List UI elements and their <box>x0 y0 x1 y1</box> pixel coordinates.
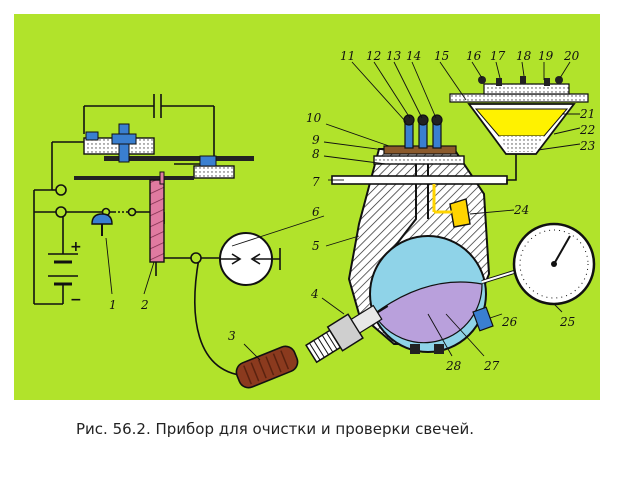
callout-15: 15 <box>434 49 449 63</box>
breaker-arm <box>104 156 254 161</box>
callout-labels: 1 2 3 4 5 6 7 8 9 10 11 12 13 14 15 16 1… <box>109 49 596 373</box>
callout-27: 27 <box>483 359 500 373</box>
terminal-icon <box>55 206 67 218</box>
spark-gap-window <box>219 232 281 286</box>
callout-5: 5 <box>312 239 320 253</box>
coil-winding <box>149 179 165 263</box>
valve-knob-icon <box>431 114 443 126</box>
callout-22: 22 <box>579 123 595 137</box>
valve-stem-icon <box>404 121 414 149</box>
drain-plug-icon <box>434 344 444 354</box>
callout-24: 24 <box>513 203 529 217</box>
callout-12: 12 <box>366 49 381 63</box>
callout-6: 6 <box>312 205 320 219</box>
callout-13: 13 <box>386 49 402 63</box>
valve-group <box>403 114 443 149</box>
callout-1: 1 <box>109 298 117 312</box>
terminal-icon <box>85 131 99 141</box>
gauge-needle-icon <box>553 235 571 265</box>
hopper-lid <box>449 93 589 103</box>
callout-19: 19 <box>538 49 554 63</box>
device-diagram: + − <box>33 49 596 389</box>
terminal-icon <box>55 184 67 196</box>
callout-23: 23 <box>579 139 596 153</box>
terminals <box>55 184 202 264</box>
air-tube <box>331 175 508 185</box>
callout-14: 14 <box>406 49 421 63</box>
valve-knob-icon <box>417 114 429 126</box>
callout-26: 26 <box>501 315 518 329</box>
nozzle-24 <box>449 198 471 228</box>
terminal-icon <box>190 252 202 264</box>
valve-stem-icon <box>418 121 428 149</box>
coil-core <box>159 171 165 185</box>
callout-28: 28 <box>445 359 462 373</box>
minus-sign: − <box>70 292 82 308</box>
pressure-gauge <box>481 222 596 306</box>
switch-contact-icon <box>127 207 137 217</box>
plug-26-icon <box>472 306 494 332</box>
sand-hopper <box>449 76 589 155</box>
callout-16: 16 <box>466 49 482 63</box>
contact-icon <box>199 155 217 167</box>
breaker-base <box>193 165 235 179</box>
bulb-body-icon <box>235 345 299 389</box>
breaker-assembly <box>74 123 254 180</box>
oil-level <box>373 281 483 344</box>
callout-17: 17 <box>490 49 506 63</box>
callout-3: 3 <box>228 329 236 343</box>
drain-plug-icon <box>410 344 420 354</box>
button-cap-icon <box>91 213 113 225</box>
figure-panel: + − <box>14 14 600 400</box>
callout-10: 10 <box>306 111 322 125</box>
figure-caption: Рис. 56.2. Прибор для очистки и проверки… <box>76 420 474 438</box>
ht-lead <box>194 257 250 377</box>
plus-sign: + <box>70 239 82 255</box>
callout-9: 9 <box>312 133 320 147</box>
callout-21: 21 <box>579 107 595 121</box>
spring-arm <box>74 176 194 180</box>
valve-stem-icon <box>432 121 442 149</box>
cover-plate <box>373 155 465 165</box>
ignition-circuit <box>33 94 250 377</box>
rubber-bulb <box>235 345 299 389</box>
sand-fill <box>499 136 544 152</box>
callout-2: 2 <box>140 298 149 312</box>
callout-7: 7 <box>312 175 320 189</box>
callout-11: 11 <box>340 49 355 63</box>
callout-25: 25 <box>559 315 575 329</box>
breaker-nut-icon <box>111 133 137 145</box>
callout-8: 8 <box>312 147 320 161</box>
callout-18: 18 <box>516 49 532 63</box>
callout-20: 20 <box>563 49 580 63</box>
callout-4: 4 <box>310 287 319 301</box>
leader-lines <box>105 61 581 361</box>
spark-plug <box>305 304 389 364</box>
push-button-1 <box>91 213 113 236</box>
induction-coil <box>149 171 165 263</box>
